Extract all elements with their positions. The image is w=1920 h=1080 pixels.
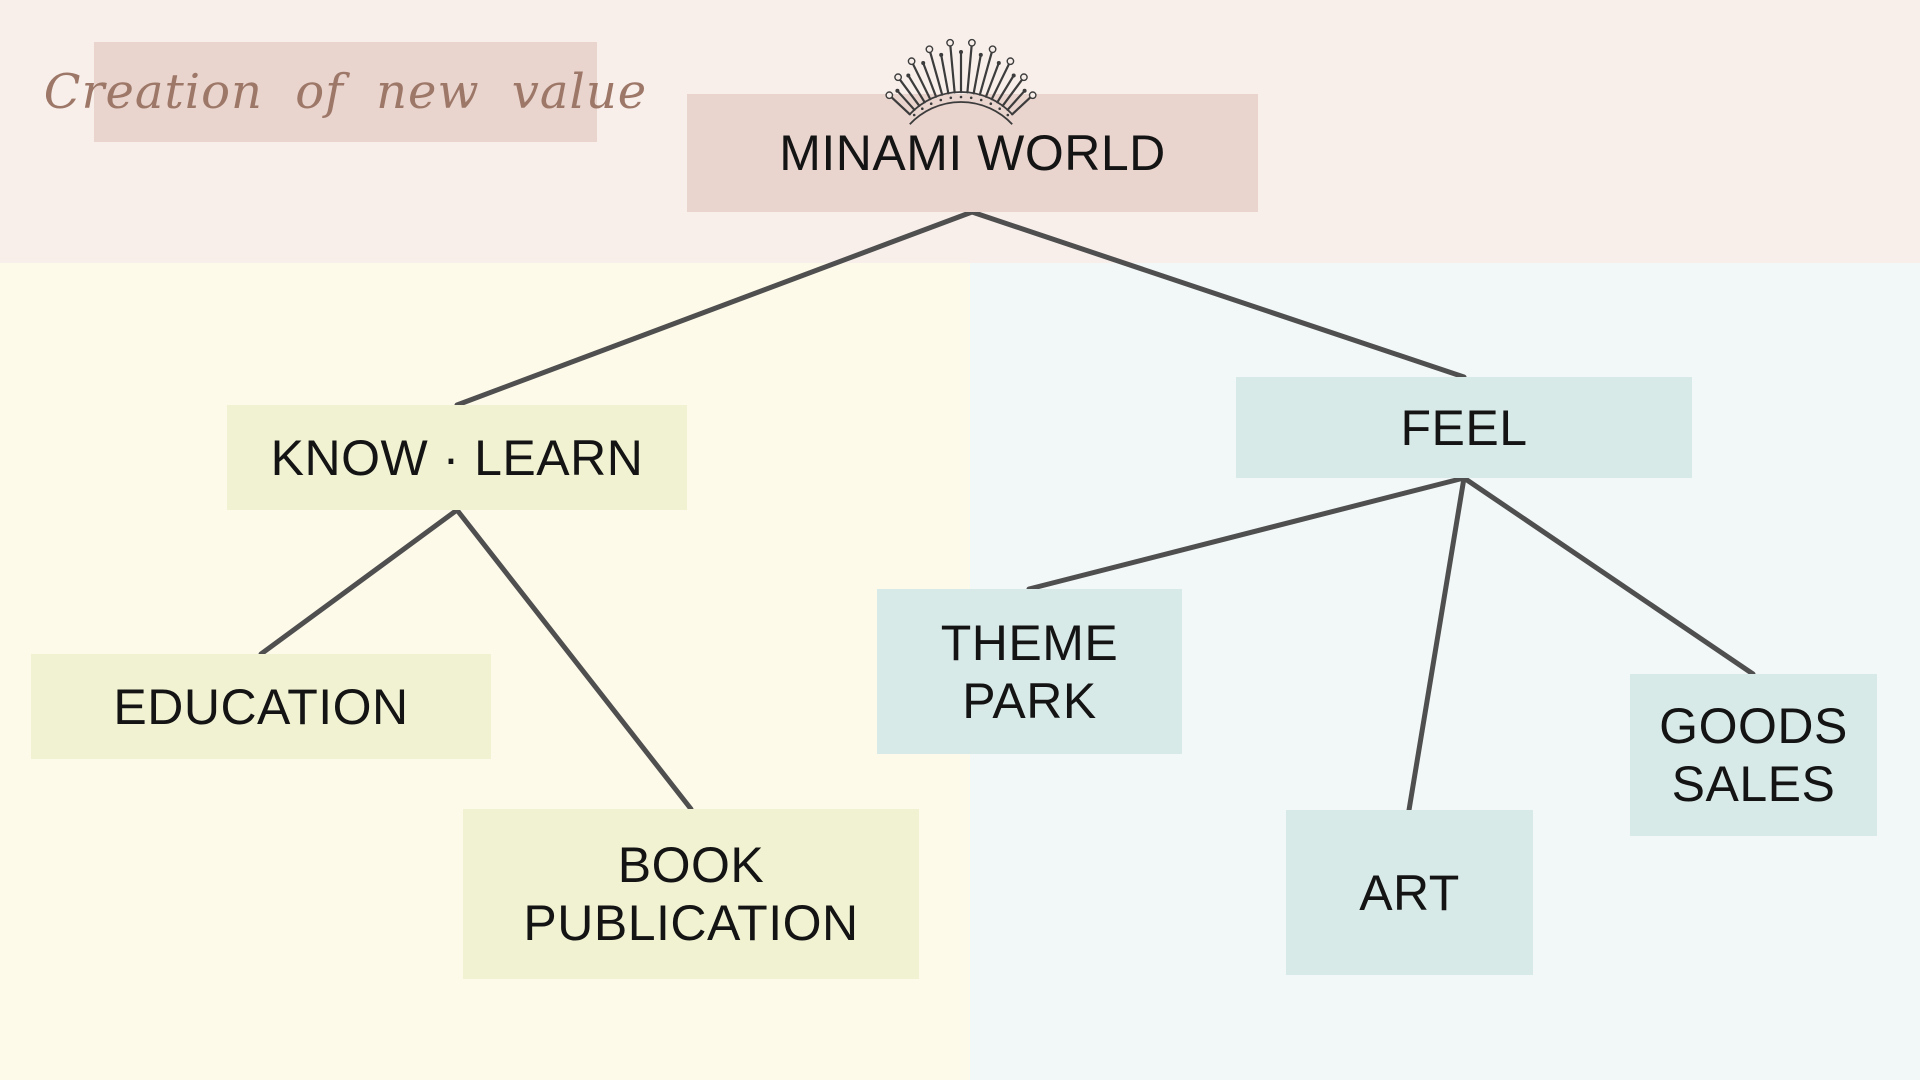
node-know-learn: KNOW · LEARN <box>227 405 687 510</box>
node-know-learn-label: KNOW · LEARN <box>270 429 644 486</box>
node-goods-sales-label: GOODS SALES <box>1659 698 1848 812</box>
node-art: ART <box>1286 810 1533 975</box>
banner: Creation of new value <box>44 42 646 142</box>
node-book-publication-label: BOOK PUBLICATION <box>523 837 859 951</box>
edge-know-learn-book-publication <box>454 507 694 812</box>
node-minami-world: MINAMI WORLD <box>687 94 1258 212</box>
edge-root-know-learn <box>454 209 975 408</box>
edge-know-learn-education <box>258 507 460 657</box>
edge-feel-theme-park <box>1026 475 1467 592</box>
node-theme-park-label: THEME PARK <box>940 614 1119 729</box>
edge-feel-goods-sales <box>1461 475 1756 677</box>
node-minami-world-label: MINAMI WORLD <box>779 125 1166 181</box>
node-book-publication: BOOK PUBLICATION <box>463 809 919 979</box>
node-education-label: EDUCATION <box>113 678 409 735</box>
crown-icon <box>885 38 1037 125</box>
edge-root-feel <box>969 209 1467 380</box>
node-feel-label: FEEL <box>1400 399 1528 456</box>
node-goods-sales: GOODS SALES <box>1630 674 1877 836</box>
node-theme-park: THEME PARK <box>877 589 1182 754</box>
banner-label: Creation of new value <box>43 64 648 120</box>
node-feel: FEEL <box>1236 377 1692 478</box>
node-art-label: ART <box>1359 864 1460 921</box>
edge-feel-art <box>1406 475 1467 813</box>
node-education: EDUCATION <box>31 654 491 759</box>
